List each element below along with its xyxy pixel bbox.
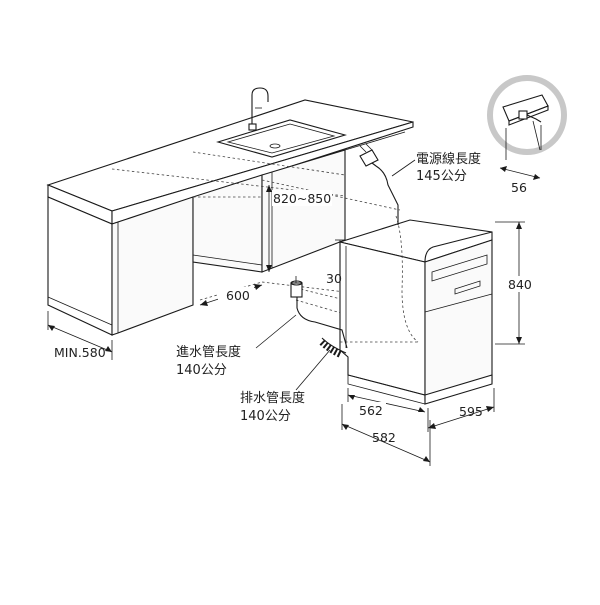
- dim-base-gap: 30: [326, 239, 345, 286]
- inlet-hose-title: 進水管長度: [176, 344, 241, 360]
- power-socket-callout-icon: [487, 75, 567, 160]
- dim-56-label: 56: [511, 180, 527, 195]
- power-cord-length: 145公分: [416, 169, 467, 184]
- power-cord-title: 電源線長度: [416, 151, 481, 167]
- dim-600-label: 600: [226, 288, 250, 303]
- dim-595-label: 595: [459, 404, 483, 419]
- dim-840-label: 840: [508, 277, 532, 292]
- dim-820-850-label: 820~850: [273, 191, 331, 206]
- kitchen-counter: [46, 99, 414, 336]
- dim-min580-label: MIN.580: [54, 345, 106, 360]
- power-cord-callout: 電源線長度 145公分: [416, 151, 481, 184]
- drain-hose-icon: [319, 337, 347, 359]
- sink-faucet-icon: [216, 87, 347, 158]
- drain-hose-callout: 排水管長度 140公分: [240, 349, 331, 424]
- dim-unit-height: 840: [495, 221, 535, 345]
- dim-unit-depth-total: 582: [341, 404, 431, 466]
- drain-hose-title: 排水管長度: [240, 390, 305, 406]
- drain-hose-length: 140公分: [240, 409, 291, 424]
- dim-30-label: 30: [326, 271, 342, 286]
- dishwasher-unit: [337, 215, 493, 405]
- dim-counter-height: 820~850: [266, 185, 332, 272]
- dim-min-depth: MIN.580: [47, 311, 113, 360]
- dim-cabinet-gap: 600: [199, 284, 263, 306]
- dim-582-label: 582: [372, 430, 396, 445]
- inlet-hose-length: 140公分: [176, 363, 227, 378]
- dim-unit-depth-body: 562: [347, 388, 426, 418]
- power-cord: [359, 143, 416, 225]
- inlet-hose-callout: 進水管長度 140公分: [176, 314, 297, 378]
- dim-562-label: 562: [359, 403, 383, 418]
- dim-plug-clearance: 56: [499, 166, 541, 195]
- water-inlet-tap-icon: [290, 276, 348, 349]
